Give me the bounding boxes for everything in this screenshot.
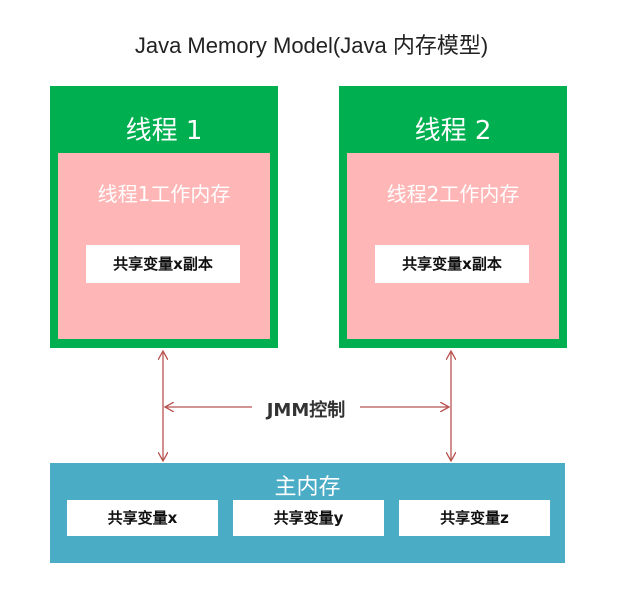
- thread-2-work-memory-label: 线程2工作内存: [386, 182, 520, 206]
- thread-1-variable-copy: 共享变量x副本: [86, 245, 240, 283]
- thread-2-title: 线程 2: [414, 116, 492, 146]
- thread-2-box: 线程 2 线程2工作内存 共享变量x副本: [339, 86, 567, 348]
- thread-1-box: 线程 1 线程1工作内存 共享变量x副本: [50, 86, 278, 348]
- thread-1-work-memory-label: 线程1工作内存: [97, 182, 231, 206]
- diagram-title: Java Memory Model(Java 内存模型): [134, 33, 489, 58]
- shared-variable-y: 共享变量y: [233, 500, 384, 536]
- thread-1-title: 线程 1: [125, 116, 203, 146]
- jmm-control-label: JMM控制: [252, 396, 360, 422]
- main-memory-title: 主内存: [274, 475, 341, 500]
- shared-variable-z: 共享变量z: [399, 500, 550, 536]
- thread-2-variable-copy: 共享变量x副本: [375, 245, 529, 283]
- thread-2-work-memory: 线程2工作内存 共享变量x副本: [347, 153, 559, 339]
- thread-1-work-memory: 线程1工作内存 共享变量x副本: [58, 153, 270, 339]
- shared-variable-x: 共享变量x: [67, 500, 218, 536]
- main-memory-box: 主内存 共享变量x 共享变量y 共享变量z: [50, 463, 565, 563]
